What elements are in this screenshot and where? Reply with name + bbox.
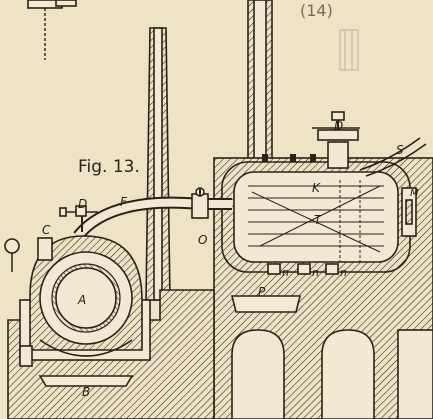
label-M: M xyxy=(410,188,419,199)
label-A: A xyxy=(77,293,86,307)
label-T: T xyxy=(314,213,323,227)
steam-pipe-F xyxy=(73,187,232,240)
label-n-2: n xyxy=(312,266,319,279)
figure-label: Fig. 13. xyxy=(78,157,140,177)
label-S: S xyxy=(396,143,404,157)
label-O: O xyxy=(198,233,207,247)
label-C: C xyxy=(42,223,51,237)
label-D-left: D xyxy=(78,197,87,211)
label-n-3: n xyxy=(340,266,347,279)
tube-boiler xyxy=(221,111,427,275)
label-P: P xyxy=(258,285,266,299)
grate-B xyxy=(19,345,134,387)
label-K: K xyxy=(312,181,321,195)
label-D-right: D xyxy=(334,119,343,133)
right-chimney xyxy=(247,0,273,161)
page-number: (14) xyxy=(300,1,333,20)
hanging-instrument xyxy=(27,0,77,60)
left-chimney xyxy=(145,27,171,301)
label-B: B xyxy=(82,385,90,399)
label-F: F xyxy=(120,195,128,209)
pan-P xyxy=(230,295,302,313)
ghost-column xyxy=(339,29,359,71)
spherical-boiler xyxy=(4,205,143,357)
label-n-1: n xyxy=(282,266,289,279)
